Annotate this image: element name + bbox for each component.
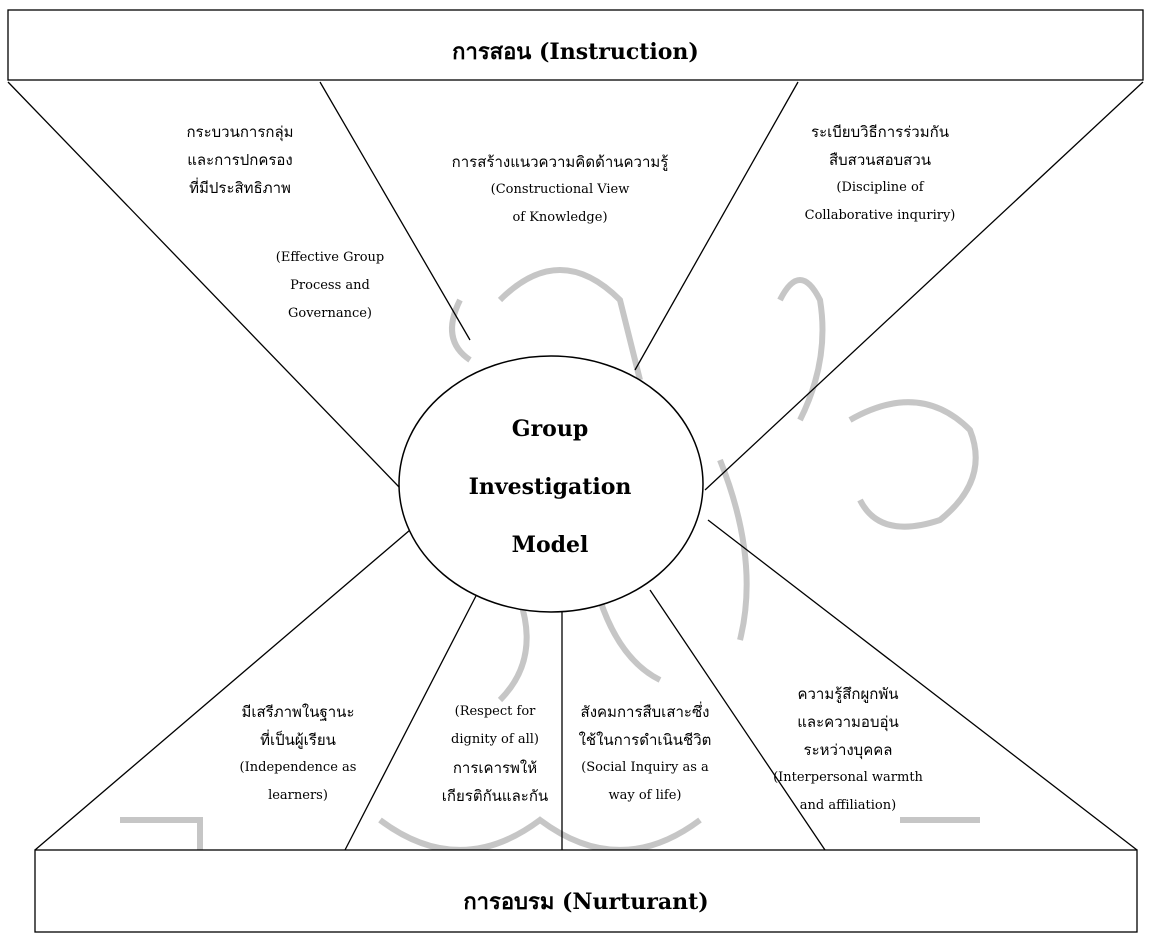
center-line-1: Group <box>511 416 589 442</box>
segment-warmth-en2: and affiliation) <box>799 798 897 813</box>
segment-warmth-th3: ระหว่างบุคคล <box>803 741 893 759</box>
segment-independence: มีเสรีภาพในฐานะ ที่เป็นผู้เรียน (Indepen… <box>218 698 378 810</box>
line-lower-left-inner <box>344 591 479 851</box>
segment-respect-en2: dignity of all) <box>451 732 539 747</box>
center-label: Group Investigation Model <box>400 400 700 574</box>
segment-group-process-th2: และการปกครอง <box>187 151 293 169</box>
segment-discipline-en1: (Discipline of <box>836 180 924 195</box>
line-lower-right-inner <box>649 589 826 851</box>
segment-social-inquiry-en2: way of life) <box>608 788 682 803</box>
center-line-2: Investigation <box>468 474 632 500</box>
segment-group-process: กระบวนการกลุ่ม และการปกครอง ที่มีประสิทธ… <box>150 118 330 202</box>
line-upper-left-outer <box>7 81 401 489</box>
segment-respect-en1: (Respect for <box>454 704 536 719</box>
segment-respect-th1: การเคารพให้ <box>452 759 538 777</box>
bottom-box-title: การอบรม (Nurturant) <box>463 889 709 915</box>
segment-respect-th2: เกียรติกันและกัน <box>441 787 549 805</box>
segment-constructional: การสร้างแนวความคิดด้านความรู้ (Construct… <box>420 148 700 232</box>
segment-group-process-en: (Effective Group Process and Governance) <box>240 244 420 328</box>
segment-constructional-en2: of Knowledge) <box>512 210 608 225</box>
line-lower-right-outer <box>707 519 1138 851</box>
segment-warmth-th2: และความอบอุ่น <box>797 713 899 731</box>
segment-group-process-en3: Governance) <box>287 306 372 321</box>
line-upper-right-inner <box>634 81 799 371</box>
segment-warmth-en1: (Interpersonal warmth <box>773 770 923 785</box>
segment-group-process-en2: Process and <box>290 278 370 293</box>
segment-constructional-th1: การสร้างแนวความคิดด้านความรู้ <box>451 153 669 171</box>
line-lower-left-outer <box>34 529 411 851</box>
segment-independence-th2: ที่เป็นผู้เรียน <box>260 731 336 749</box>
center-circle <box>398 355 704 613</box>
segment-respect: (Respect for dignity of all) การเคารพให้… <box>420 698 570 810</box>
segment-discipline-en2: Collaborative inquriry) <box>804 208 956 223</box>
line-upper-right-outer <box>704 81 1144 491</box>
segment-group-process-th1: กระบวนการกลุ่ม <box>186 123 294 141</box>
segment-constructional-en1: (Constructional View <box>490 182 630 197</box>
top-box <box>7 9 1144 81</box>
segment-discipline-th2: สืบสวนสอบสวน <box>828 151 932 169</box>
segment-discipline: ระเบียบวิธีการร่วมกัน สืบสวนสอบสวน (Disc… <box>770 118 990 230</box>
segment-social-inquiry-en1: (Social Inquiry as a <box>581 760 709 775</box>
segment-social-inquiry-th2: ใช้ในการดำเนินชีวิต <box>578 731 712 749</box>
center-line-3: Model <box>511 532 589 558</box>
line-upper-left-inner <box>319 81 471 341</box>
segment-warmth: ความรู้สึกผูกพัน และความอบอุ่น ระหว่างบุ… <box>758 680 938 820</box>
segment-warmth-th1: ความรู้สึกผูกพัน <box>797 685 899 703</box>
segment-group-process-th3: ที่มีประสิทธิภาพ <box>189 179 291 197</box>
bottom-box <box>34 849 1138 933</box>
segment-social-inquiry: สังคมการสืบเสาะซึ่ง ใช้ในการดำเนินชีวิต … <box>560 698 730 810</box>
segment-discipline-th1: ระเบียบวิธีการร่วมกัน <box>811 123 949 141</box>
segment-independence-en1: (Independence as <box>239 760 357 775</box>
segment-social-inquiry-th1: สังคมการสืบเสาะซึ่ง <box>580 703 710 721</box>
top-box-title: การสอน (Instruction) <box>452 39 699 65</box>
segment-independence-en2: learners) <box>268 788 328 803</box>
segment-independence-th1: มีเสรีภาพในฐานะ <box>241 703 355 721</box>
segment-group-process-en1: (Effective Group <box>275 250 385 265</box>
